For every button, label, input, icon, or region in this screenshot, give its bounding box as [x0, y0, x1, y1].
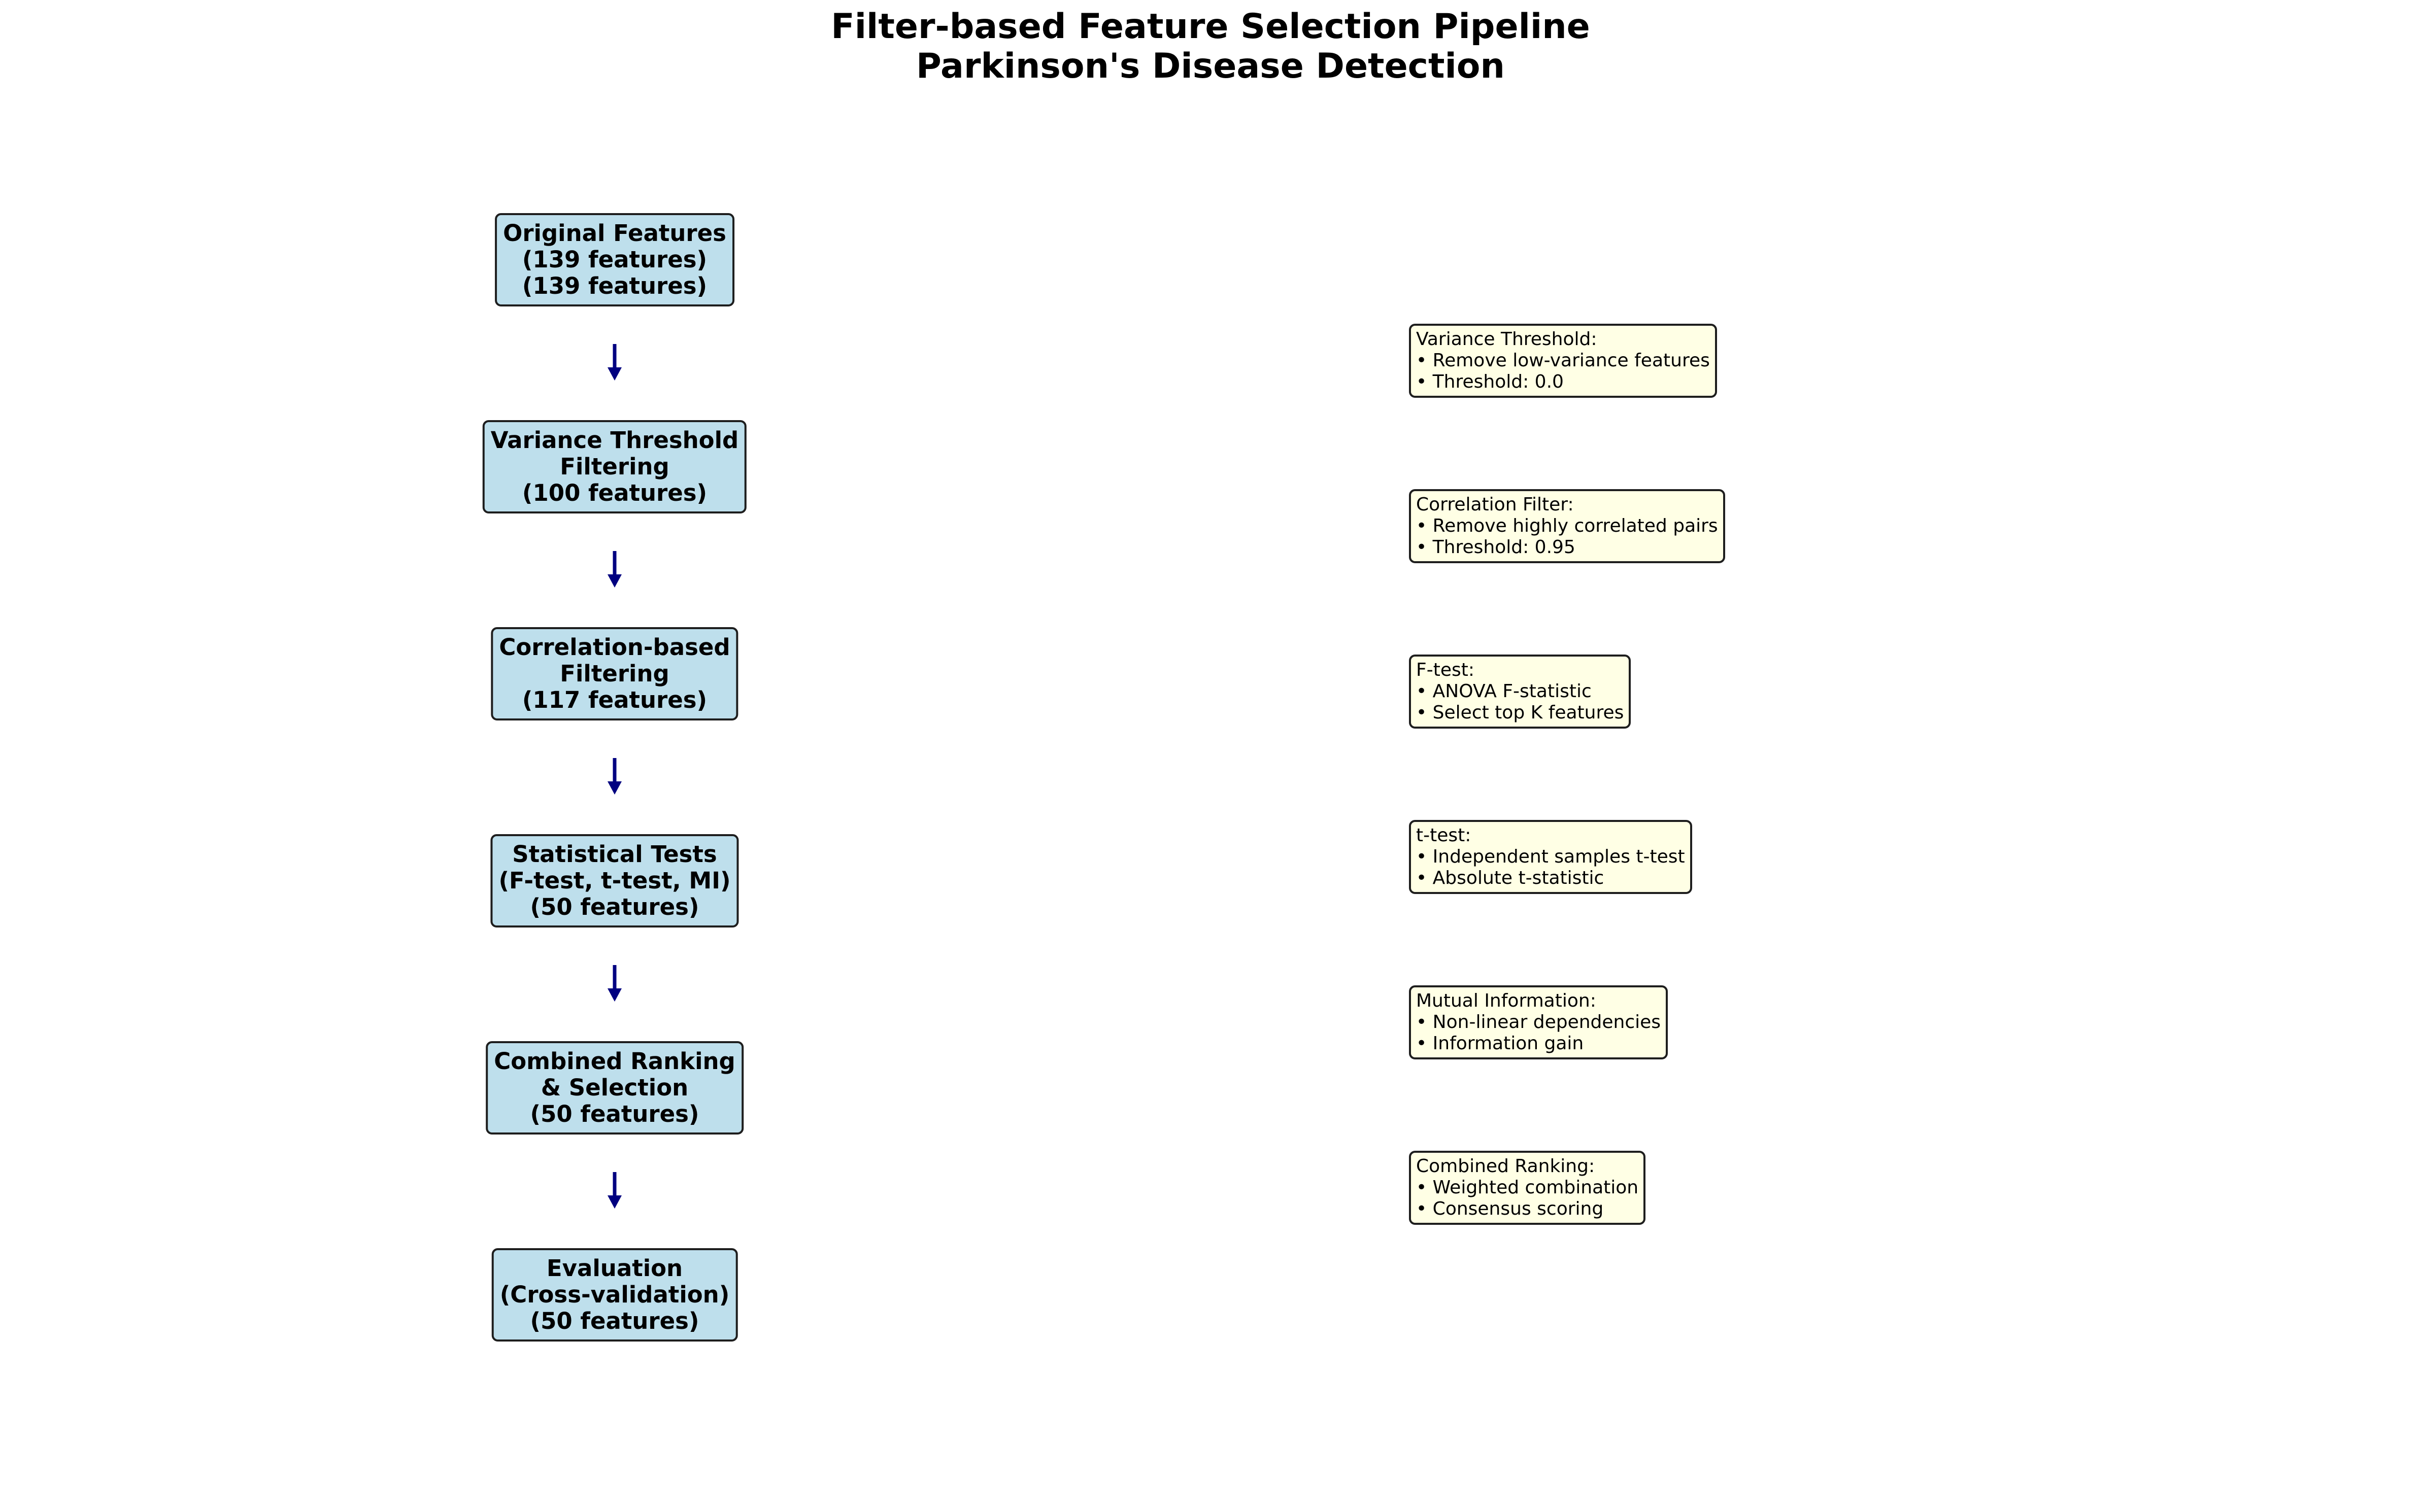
- stage-line: (50 features): [530, 1101, 699, 1127]
- note-line: Combined Ranking:: [1416, 1156, 1595, 1177]
- down-arrow-icon: [608, 344, 622, 381]
- note-line: • Absolute t-statistic: [1416, 868, 1604, 888]
- note-line: • Consensus scoring: [1416, 1198, 1604, 1219]
- stage-line: (F-test, t-test, MI): [498, 867, 731, 894]
- stage-correlation-filtering: Correlation-based Filtering (117 feature…: [491, 627, 738, 720]
- down-arrow-icon: [608, 1172, 622, 1209]
- stage-line: Statistical Tests: [512, 841, 717, 868]
- note-line: Correlation Filter:: [1416, 494, 1574, 515]
- diagram-title: Filter-based Feature Selection Pipeline …: [0, 7, 2421, 86]
- note-mutual-information: Mutual Information: • Non-linear depende…: [1409, 985, 1668, 1059]
- note-line: • Threshold: 0.95: [1416, 537, 1575, 558]
- stage-original-features: Original Features (139 features) (139 fe…: [495, 213, 734, 306]
- note-line: • Remove highly correlated pairs: [1416, 516, 1718, 536]
- down-arrow-icon: [608, 965, 622, 1002]
- stage-combined-ranking: Combined Ranking & Selection (50 feature…: [486, 1041, 744, 1135]
- stage-line: Filtering: [560, 453, 669, 480]
- stage-line: (50 features): [530, 894, 699, 920]
- note-t-test: t-test: • Independent samples t-test • A…: [1409, 820, 1692, 894]
- note-line: Variance Threshold:: [1416, 329, 1597, 350]
- stage-line: Correlation-based: [499, 634, 730, 661]
- stage-line: Original Features: [503, 220, 726, 247]
- stage-line: (139 features): [522, 272, 708, 299]
- note-line: • Threshold: 0.0: [1416, 371, 1564, 392]
- note-line: • Non-linear dependencies: [1416, 1012, 1661, 1033]
- note-line: F-test:: [1416, 660, 1474, 680]
- note-correlation-filter: Correlation Filter: • Remove highly corr…: [1409, 489, 1725, 563]
- note-line: • Independent samples t-test: [1416, 846, 1685, 867]
- stage-variance-threshold: Variance Threshold Filtering (100 featur…: [482, 420, 747, 513]
- down-arrow-icon: [608, 758, 622, 795]
- note-line: Mutual Information:: [1416, 990, 1596, 1011]
- stage-line: Filtering: [560, 660, 669, 687]
- note-f-test: F-test: • ANOVA F-statistic • Select top…: [1409, 655, 1631, 729]
- note-variance-threshold: Variance Threshold: • Remove low-varianc…: [1409, 324, 1717, 398]
- note-line: • Information gain: [1416, 1033, 1584, 1054]
- stage-line: Combined Ranking: [494, 1048, 735, 1075]
- stage-statistical-tests: Statistical Tests (F-test, t-test, MI) (…: [490, 834, 739, 927]
- note-line: • ANOVA F-statistic: [1416, 681, 1592, 702]
- note-line: t-test:: [1416, 825, 1471, 846]
- stage-line: (50 features): [530, 1308, 699, 1334]
- stage-evaluation: Evaluation (Cross-validation) (50 featur…: [491, 1248, 738, 1342]
- note-line: • Weighted combination: [1416, 1177, 1639, 1198]
- stage-line: (Cross-validation): [499, 1281, 730, 1308]
- note-line: • Remove low-variance features: [1416, 350, 1710, 371]
- stage-line: (117 features): [522, 686, 708, 713]
- title-line-2: Parkinson's Disease Detection: [916, 46, 1505, 86]
- stage-line: Evaluation: [546, 1255, 683, 1282]
- stage-line: (100 features): [522, 479, 708, 506]
- note-line: • Select top K features: [1416, 702, 1624, 723]
- stage-line: & Selection: [541, 1074, 689, 1101]
- title-line-1: Filter-based Feature Selection Pipeline: [831, 7, 1590, 47]
- stage-line: (139 features): [522, 246, 708, 273]
- note-combined-ranking: Combined Ranking: • Weighted combination…: [1409, 1151, 1646, 1225]
- stage-line: Variance Threshold: [490, 427, 739, 454]
- down-arrow-icon: [608, 551, 622, 588]
